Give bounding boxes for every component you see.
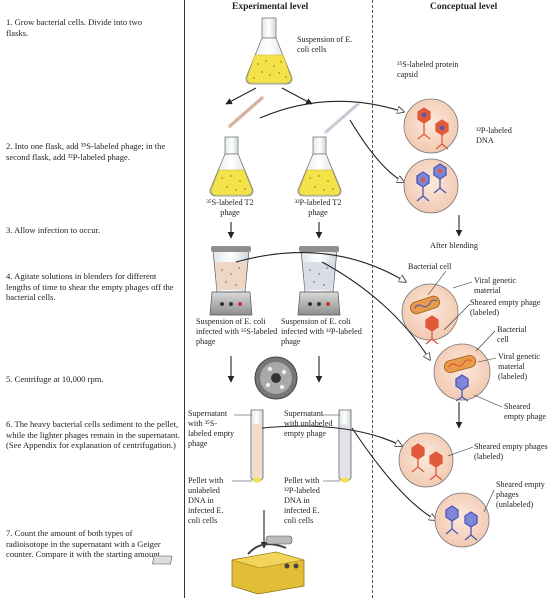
step-3: 3. Allow infection to occur. — [6, 225, 101, 235]
label-sheared-empty-phages-unlabeled: Sheared empty phages (unlabeled) — [496, 480, 545, 509]
label-suspension-ecoli: Suspension of E. coli cells — [297, 35, 353, 54]
step-5: 5. Centrifuge at 10,000 rpm. — [6, 374, 104, 384]
label-protein-capsid: ³⁵S-labeled protein capsid — [397, 60, 459, 79]
concept-blended-32p — [433, 343, 491, 402]
concept-blended-35s — [401, 283, 459, 345]
label-pellet-32p: Pellet with ³²P-labeled DNA in infected … — [284, 476, 320, 525]
concept-sheared-labeled — [398, 432, 454, 488]
divider-right — [372, 0, 373, 598]
label-sheared-empty-phage-labeled: Sheared empty phage (labeled) — [470, 298, 541, 317]
tube-32p — [338, 409, 352, 483]
label-sheared-empty-phages-labeled: Sheared empty phages (labeled) — [474, 442, 548, 461]
step-1: 1. Grow bacterial cells. Divide into two… — [6, 17, 143, 38]
flask-32p — [297, 136, 342, 197]
header-conceptual: Conceptual level — [430, 2, 498, 12]
pipette-32p — [324, 102, 360, 134]
label-supernatant-32p: Supernatant with unlabeled empty phage — [284, 409, 333, 438]
flask-35s — [209, 136, 254, 197]
label-flask-32p: ³²P-labeled T2 phage — [294, 198, 342, 217]
step-2: 2. Into one flask, add ³⁵S-labeled phage… — [6, 141, 166, 162]
header-experimental: Experimental level — [232, 2, 309, 12]
concept-35s-phages — [403, 98, 459, 154]
label-bacterial-cell: Bacterial cell — [408, 262, 452, 271]
geiger-counter — [152, 535, 305, 595]
concept-sheared-unlabeled — [434, 492, 490, 548]
label-32p-dna: ³²P-labeled DNA — [476, 126, 512, 145]
step-6: 6. The heavy bacterial cells sediment to… — [6, 419, 180, 451]
label-after-blending: After blending — [430, 241, 478, 250]
blender-35s — [209, 246, 253, 316]
centrifuge-rotor — [254, 356, 298, 400]
label-bacterial-cell-2: Bacterial cell — [497, 325, 527, 344]
concept-32p-phages — [403, 158, 459, 214]
step-7: 7. Count the amount of both types of rad… — [6, 528, 163, 560]
label-viral-genetic-material: Viral genetic material — [474, 276, 517, 295]
blender-32p — [297, 246, 341, 316]
label-sheared-empty-phage: Sheared empty phage — [504, 402, 547, 421]
step-4: 4. Agitate solutions in blenders for dif… — [6, 271, 174, 303]
flask-ecoli — [245, 17, 293, 85]
label-pellet-35s: Pellet with unlabeled DNA in infected E.… — [188, 476, 224, 525]
label-viral-genetic-material-labeled: Viral genetic material (labeled) — [498, 352, 541, 381]
tube-35s — [250, 409, 264, 483]
divider-left — [184, 0, 185, 598]
label-blender-35s: Suspension of E. coli infected with ³⁵S-… — [196, 317, 278, 346]
label-blender-32p: Suspension of E. coli infected with ³²P-… — [281, 317, 362, 346]
label-supernatant-35s: Supernatant with ³⁵S-labeled empty phage — [188, 409, 235, 448]
label-flask-35s: ³⁵S-labeled T2 phage — [206, 198, 254, 217]
pipette-35s — [228, 96, 264, 128]
